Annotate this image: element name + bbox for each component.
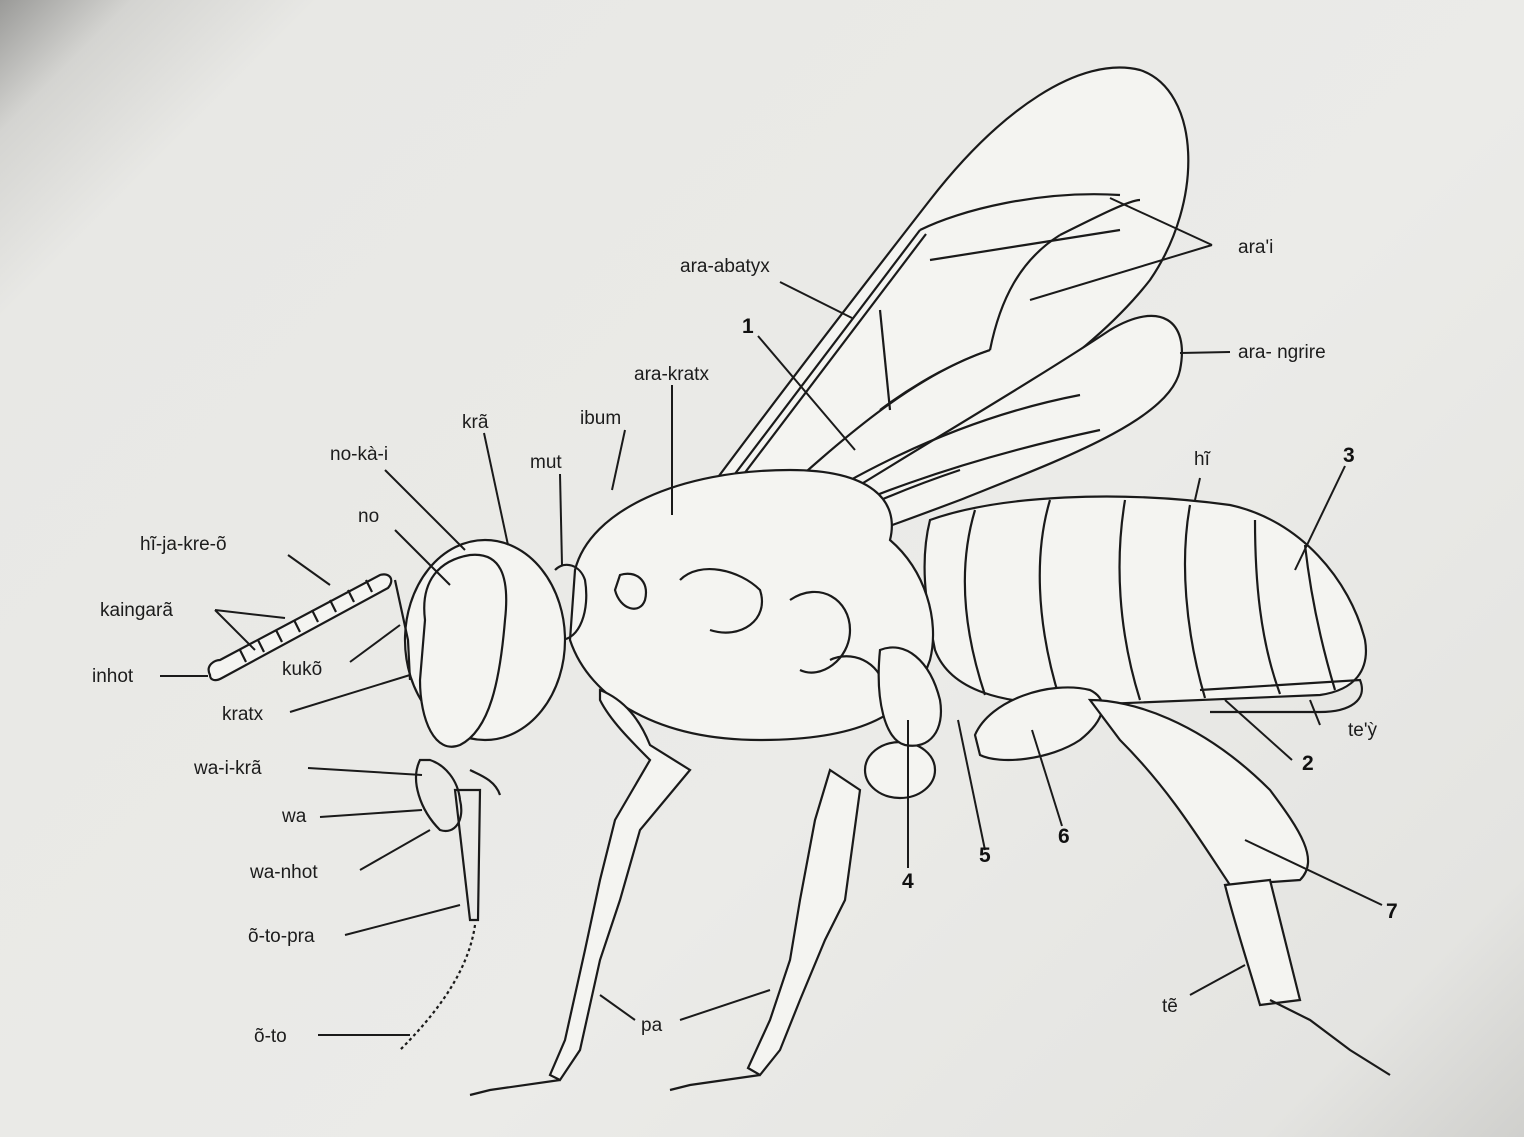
leader-pa-a (600, 995, 635, 1020)
middle-coxa (865, 742, 935, 798)
label-kra: krã (462, 412, 489, 433)
abdomen (925, 497, 1366, 705)
label-o-to-pra: õ-to-pra (248, 926, 315, 947)
label-five: 5 (979, 844, 991, 867)
leader-kaingara-b (215, 610, 255, 650)
leader-three (1295, 466, 1345, 570)
hind-tibia (1090, 700, 1308, 885)
leader-two (1225, 700, 1292, 760)
leader-ara-ngrire (1180, 352, 1230, 353)
leader-o-to-pra (345, 905, 460, 935)
middle-leg (748, 770, 860, 1075)
label-kratx: kratx (222, 704, 264, 725)
label-ara-kratx: ara-kratx (634, 364, 709, 385)
tongue (400, 925, 475, 1050)
label-hi-top: hĩ (1194, 449, 1211, 470)
leader-te (1190, 965, 1245, 995)
leader-wa-nhot (360, 830, 430, 870)
label-wa: wa (281, 806, 307, 827)
mandible (416, 760, 461, 831)
label-three: 3 (1343, 444, 1355, 467)
leader-ibum (612, 430, 625, 490)
label-no-ka-i: no-kà-i (330, 444, 388, 465)
trochanter (879, 647, 941, 745)
label-kuko: kukõ (282, 659, 322, 680)
hind-tarsus (1225, 880, 1300, 1005)
label-kaingara: kaingarã (100, 600, 173, 621)
leader-kuko (350, 625, 400, 662)
leader-mut (560, 474, 562, 565)
leader-no-ka-i (385, 470, 465, 550)
label-mut: mut (530, 452, 562, 473)
leader-kaingara-a (215, 610, 285, 618)
leader-kra (484, 433, 508, 545)
label-ara-ngrire: ara- ngrire (1238, 342, 1326, 363)
proboscis (455, 790, 480, 920)
label-o-to: õ-to (254, 1026, 287, 1047)
label-te: tẽ (1162, 996, 1178, 1017)
label-ibum: ibum (580, 408, 621, 429)
leader-hi-top (1195, 478, 1200, 500)
label-two: 2 (1302, 752, 1314, 775)
label-six: 6 (1058, 825, 1070, 848)
label-ara-i: ara'i (1238, 237, 1273, 258)
front-leg (550, 690, 690, 1080)
label-seven: 7 (1386, 900, 1398, 923)
labrum (470, 770, 500, 795)
label-pa: pa (641, 1015, 663, 1036)
label-te-y: te'ỳ (1348, 720, 1377, 741)
label-wa-i-kra: wa-i-krã (193, 758, 262, 779)
label-four: 4 (902, 870, 914, 893)
leader-hi-ja-kre-o (288, 555, 330, 585)
label-one: 1 (742, 315, 754, 338)
label-hi-ja-kre-o: hĩ-ja-kre-õ (140, 534, 227, 555)
bee-illustration (209, 68, 1390, 1095)
leader-pa-b (680, 990, 770, 1020)
leader-kratx (290, 675, 410, 712)
leader-wa-i-kra (308, 768, 422, 775)
leader-wa (320, 810, 422, 817)
label-no: no (358, 506, 379, 527)
label-ara-abatyx: ara-abatyx (680, 256, 770, 277)
leader-ara-abatyx (780, 282, 852, 318)
label-inhot: inhot (92, 666, 134, 687)
label-wa-nhot: wa-nhot (249, 862, 318, 883)
